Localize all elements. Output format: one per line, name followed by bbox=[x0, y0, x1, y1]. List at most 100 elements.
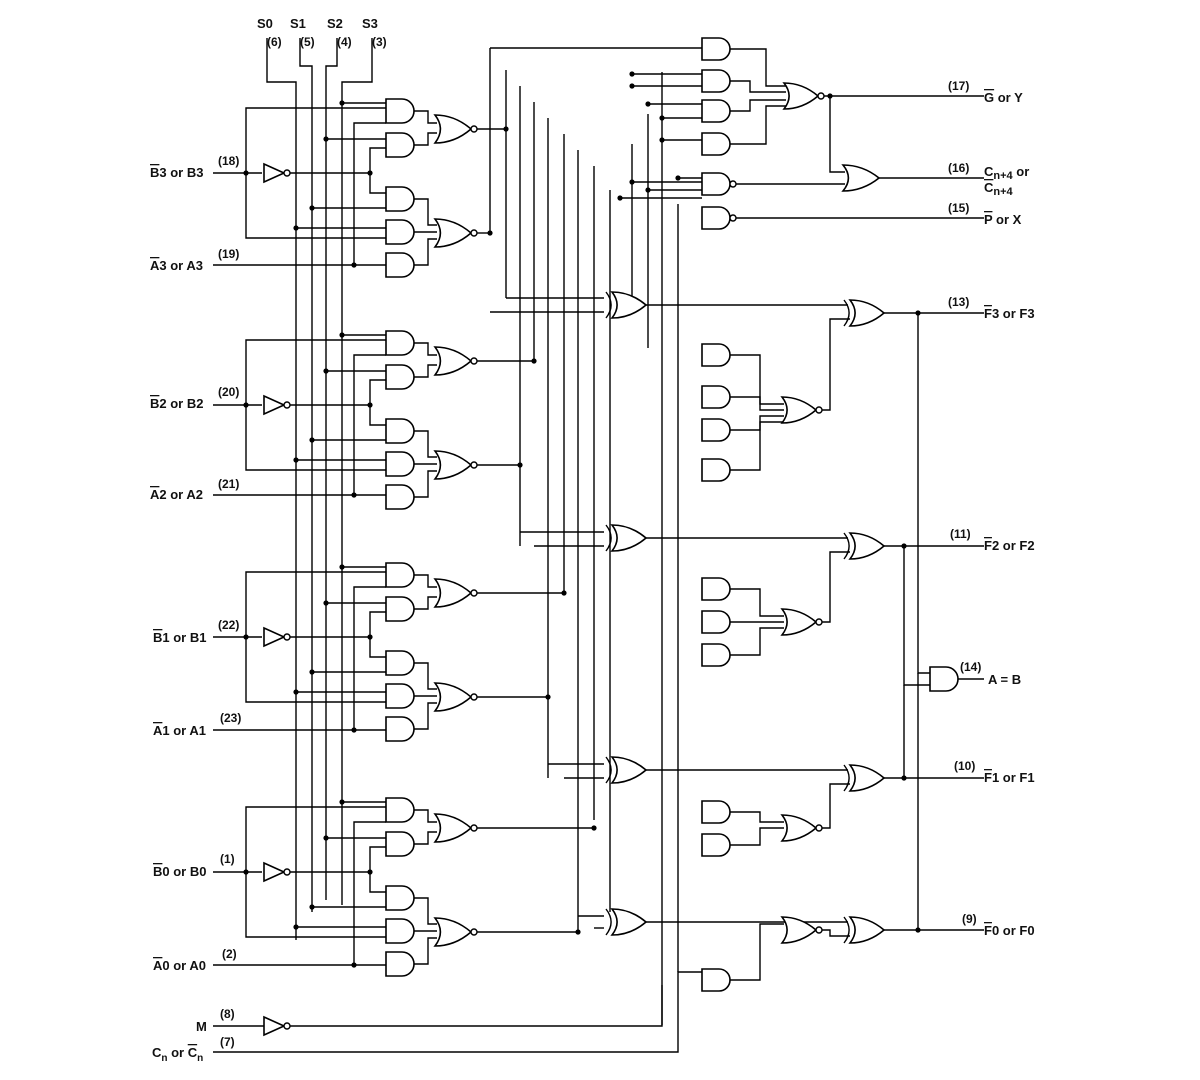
a2-bar: A bbox=[150, 487, 160, 502]
f0-bar: F bbox=[984, 923, 992, 938]
junction-dot bbox=[675, 175, 681, 181]
junction-dot bbox=[293, 924, 299, 930]
wire bbox=[414, 831, 437, 845]
wire bbox=[414, 342, 437, 356]
aeqb-pin: (14) bbox=[960, 660, 981, 674]
cn-pin: (7) bbox=[220, 1035, 235, 1049]
gates bbox=[263, 37, 959, 1037]
wire bbox=[369, 637, 386, 658]
wire bbox=[730, 105, 786, 145]
xor-input-arc bbox=[605, 908, 612, 936]
junction-dot bbox=[367, 170, 373, 176]
wire bbox=[730, 415, 784, 431]
junction-dot bbox=[617, 195, 623, 201]
xor-gate bbox=[610, 756, 648, 784]
wire bbox=[414, 238, 437, 266]
wire bbox=[245, 637, 386, 703]
and-gate bbox=[701, 458, 731, 482]
and-gate bbox=[385, 831, 415, 857]
inverter-bubble bbox=[815, 406, 823, 414]
wire bbox=[290, 846, 386, 873]
output-labels: (17) G or Y (16) Cn+4 or Cn+4 (15) P or … bbox=[948, 79, 1035, 938]
inverter-bubble bbox=[729, 214, 737, 222]
inverter-bubble bbox=[817, 92, 825, 100]
junction-dot bbox=[309, 669, 315, 675]
wire bbox=[730, 48, 786, 87]
wire bbox=[414, 198, 437, 226]
b2-main: 2 or B2 bbox=[159, 396, 203, 411]
f3-rest: 3 or F3 bbox=[992, 306, 1035, 321]
junction-dot bbox=[339, 100, 345, 106]
wire bbox=[290, 985, 663, 1027]
wire bbox=[730, 811, 784, 823]
wire bbox=[290, 611, 386, 638]
and-gate bbox=[385, 650, 415, 676]
and-gate bbox=[385, 951, 415, 977]
junction-dot bbox=[309, 904, 315, 910]
xor-gate bbox=[610, 291, 648, 319]
junction-dot bbox=[517, 462, 523, 468]
and-gate bbox=[385, 596, 415, 622]
inverter-bubble bbox=[470, 589, 478, 597]
a3-pin: (19) bbox=[218, 247, 239, 261]
nor-gate bbox=[780, 608, 818, 636]
junction-dot bbox=[367, 869, 373, 875]
nor-gate bbox=[780, 396, 818, 424]
xor-input-arc bbox=[605, 524, 612, 552]
f1-rest: 1 or F1 bbox=[992, 770, 1035, 785]
a0-label: A0 or A0 bbox=[153, 958, 206, 973]
junction-dot bbox=[629, 179, 635, 185]
wire bbox=[414, 110, 437, 124]
junction-dot bbox=[591, 825, 597, 831]
a1-main: 1 or A1 bbox=[162, 723, 206, 738]
junction-dot bbox=[503, 126, 509, 132]
and-gate bbox=[385, 252, 415, 278]
wire bbox=[353, 354, 386, 495]
f0-label: F0 or F0 bbox=[984, 923, 1035, 938]
or-gate bbox=[841, 164, 881, 192]
xor-gate bbox=[848, 299, 886, 327]
g-label: G or Y bbox=[984, 90, 1023, 105]
m-input-inverter bbox=[263, 1015, 286, 1037]
a3-label: A3 or A3 bbox=[150, 258, 203, 273]
nor-gate bbox=[782, 82, 820, 110]
f2-label: F2 or F2 bbox=[984, 538, 1035, 553]
a3-bar: A bbox=[150, 258, 160, 273]
f3-label: F3 or F3 bbox=[984, 306, 1035, 321]
nor-gate bbox=[780, 916, 818, 944]
and-gate bbox=[929, 666, 959, 692]
wire bbox=[903, 546, 930, 686]
f1-label: F1 or F1 bbox=[984, 770, 1035, 785]
inverter-bubble bbox=[283, 1022, 291, 1030]
and-gate bbox=[701, 37, 731, 61]
nand-gate bbox=[701, 172, 731, 196]
junction-dot bbox=[243, 170, 249, 176]
and-gate bbox=[385, 716, 415, 742]
and-gate bbox=[385, 451, 415, 477]
wires bbox=[213, 38, 984, 1053]
xor-gate bbox=[848, 764, 886, 792]
f1-bar: F bbox=[984, 770, 992, 785]
wire bbox=[245, 571, 386, 637]
junction-dot bbox=[351, 492, 357, 498]
inverter-bubble bbox=[283, 633, 291, 641]
cn-c1: C bbox=[152, 1045, 162, 1060]
s0-label: S0 bbox=[257, 16, 273, 31]
a0-bar: A bbox=[153, 958, 163, 973]
a0-main: 0 or A0 bbox=[162, 958, 206, 973]
xor-input-arc bbox=[843, 532, 850, 560]
xor-input-arc bbox=[605, 291, 612, 319]
inverter-bubble bbox=[815, 618, 823, 626]
f1-pin: (10) bbox=[954, 759, 975, 773]
b1-label: B1 or B1 bbox=[153, 630, 206, 645]
wire bbox=[245, 872, 386, 938]
xor-input-arc bbox=[605, 756, 612, 784]
and-gate bbox=[701, 643, 731, 667]
wire bbox=[414, 364, 437, 378]
cn4-pin: (16) bbox=[948, 161, 969, 175]
cn4-c2: C bbox=[984, 180, 994, 195]
cn-s1: n bbox=[161, 1053, 167, 1064]
wire bbox=[730, 396, 784, 411]
junction-dot bbox=[561, 590, 567, 596]
wire bbox=[818, 929, 850, 937]
